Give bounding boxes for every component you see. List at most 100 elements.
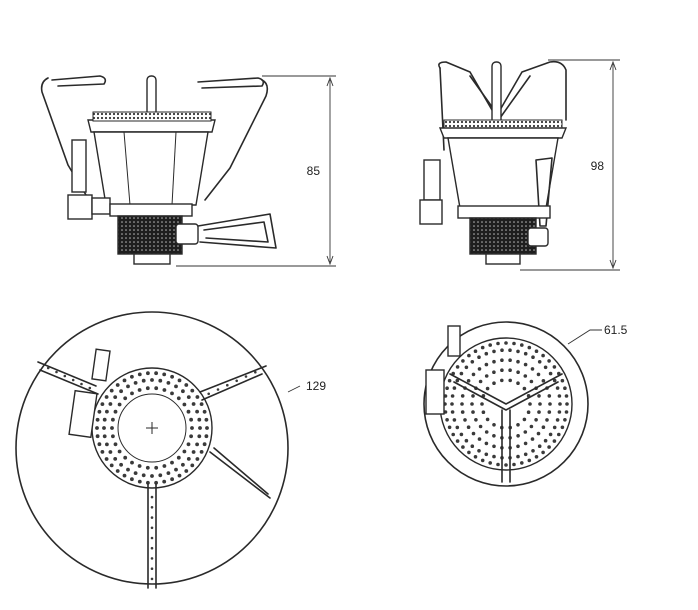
leg-slot xyxy=(55,370,58,374)
burner-hole xyxy=(130,477,134,482)
burner-hole xyxy=(197,417,202,422)
burner-hole xyxy=(500,348,504,353)
burner-hole xyxy=(484,452,489,457)
burner-hole xyxy=(104,395,109,399)
burner-hole xyxy=(467,450,471,455)
burner-hole xyxy=(202,442,207,447)
burner-hole xyxy=(508,378,512,383)
burner-hole xyxy=(97,442,102,447)
leg-slot xyxy=(88,386,92,390)
burner-hole xyxy=(496,341,500,346)
burner-hole xyxy=(141,473,146,478)
leg-slot xyxy=(80,382,83,386)
burner-hole xyxy=(500,378,504,383)
burner-hole xyxy=(181,389,185,394)
burner-hole xyxy=(130,374,134,379)
burner-hole xyxy=(552,378,557,383)
burner-hole xyxy=(492,434,496,438)
burner-hole xyxy=(100,402,105,406)
burner-hole xyxy=(162,464,167,468)
burner-hole xyxy=(452,418,457,422)
burner-hole xyxy=(122,473,127,478)
burner-hole xyxy=(527,345,532,350)
burner-hole xyxy=(537,410,541,414)
burner-hole xyxy=(130,391,134,396)
burner-hole xyxy=(500,368,504,373)
burner-hole xyxy=(470,360,475,364)
burner-hole xyxy=(130,460,134,465)
burner-hole xyxy=(202,409,207,414)
burner-hole xyxy=(113,457,118,461)
burner-hole xyxy=(154,465,159,470)
burner-hole xyxy=(154,371,159,376)
burner-hole xyxy=(461,445,465,449)
burner-hole xyxy=(137,479,142,484)
burner-hole xyxy=(473,455,478,459)
burner-hole xyxy=(455,439,460,443)
burner-hole xyxy=(548,371,553,376)
burner-hole xyxy=(541,425,546,430)
burner-hole xyxy=(133,471,138,475)
burner-hole xyxy=(555,386,560,390)
burner-hole xyxy=(516,359,520,364)
leg-slot xyxy=(150,495,154,499)
burner-hole xyxy=(195,457,200,461)
burner-hole xyxy=(470,444,475,449)
burner-hole xyxy=(538,402,542,406)
burner-hole xyxy=(516,423,520,427)
burner-hole xyxy=(111,434,115,439)
burner-hole xyxy=(481,410,486,415)
burner-hole xyxy=(182,402,187,407)
burner-hole xyxy=(471,372,476,377)
burner-hole xyxy=(186,409,191,414)
burner-hole xyxy=(181,462,185,467)
burner-hole xyxy=(174,467,178,472)
burner-hole xyxy=(189,417,194,422)
leg-slot xyxy=(150,506,154,509)
burner-hole xyxy=(529,424,534,429)
burner-hole xyxy=(552,365,557,369)
burner-hole xyxy=(145,386,150,391)
burner-hole xyxy=(190,388,195,393)
leg-slot xyxy=(150,557,154,560)
burner-hole xyxy=(137,372,142,377)
burner-hole xyxy=(197,434,202,439)
burner-hole xyxy=(195,442,200,447)
burner-hole xyxy=(459,371,464,376)
burner-hole xyxy=(195,395,200,399)
burner-hole xyxy=(526,410,531,415)
burner-hole xyxy=(537,394,541,398)
burner-hole xyxy=(166,381,171,385)
burner-hole xyxy=(543,438,548,443)
burner-hole xyxy=(536,372,541,377)
burner-hole xyxy=(141,378,146,383)
burner-hole xyxy=(186,395,191,399)
burner-hole xyxy=(447,425,452,430)
burner-hole xyxy=(484,441,489,446)
leg-slot xyxy=(226,383,229,387)
burner-hole xyxy=(555,418,560,422)
burner-hole xyxy=(190,426,194,430)
burner-hole xyxy=(463,418,467,422)
open-diameter-label: 129 xyxy=(306,379,326,393)
burner-hole xyxy=(529,379,534,384)
burner-hole xyxy=(198,426,202,430)
burner-hole xyxy=(162,388,167,392)
burner-hole xyxy=(126,467,130,472)
burner-hole xyxy=(166,471,171,475)
folded-diameter-label: 61.5 xyxy=(604,323,628,337)
burner-hole xyxy=(508,348,512,353)
burner-hole xyxy=(530,437,535,441)
burner-hole xyxy=(145,465,150,470)
burner-hole xyxy=(471,410,475,414)
burner-hole xyxy=(461,359,465,363)
burner-hole xyxy=(113,409,118,414)
burner-hole xyxy=(552,439,557,443)
burner-hole xyxy=(470,402,474,406)
burner-hole xyxy=(133,381,138,385)
front-height-label: 85 xyxy=(307,164,321,178)
leg-slot xyxy=(244,375,248,378)
burner-hole xyxy=(563,386,567,391)
burner-hole xyxy=(492,349,496,354)
burner-hole xyxy=(150,474,154,478)
